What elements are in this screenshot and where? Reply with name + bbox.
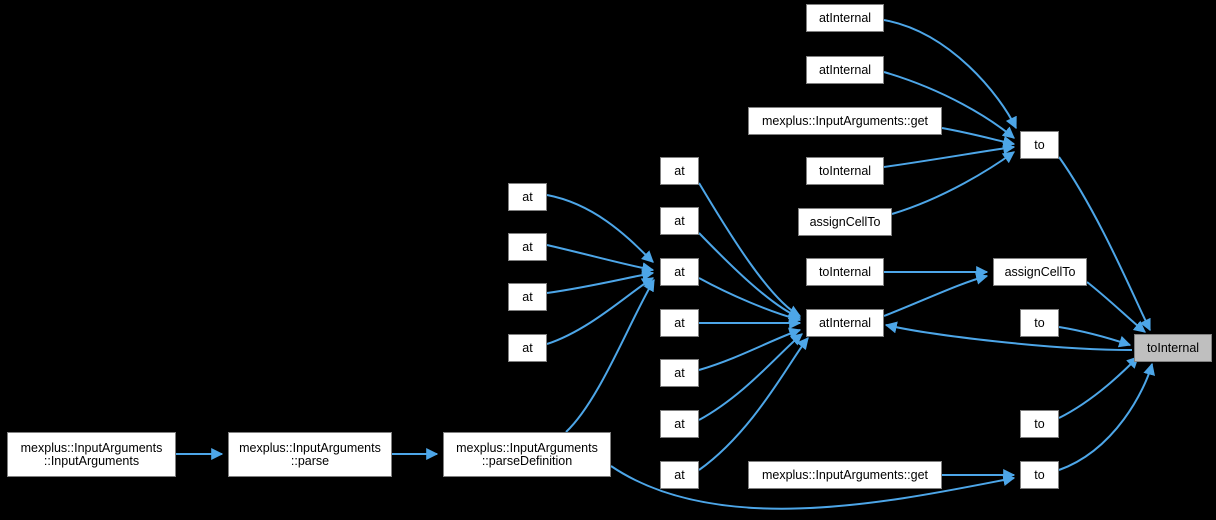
graph-node-n10[interactable]: at <box>660 309 699 337</box>
graph-node-n23[interactable]: assignCellTo <box>993 258 1087 286</box>
graph-node-n27[interactable]: toInternal <box>1134 334 1212 362</box>
graph-node-n17[interactable]: toInternal <box>806 157 884 185</box>
graph-node-n13[interactable]: at <box>660 461 699 489</box>
graph-node-n7[interactable]: at <box>660 157 699 185</box>
graph-node-label: at <box>674 467 685 482</box>
graph-node-label: mexplus::InputArguments::get <box>761 113 929 128</box>
graph-node-label: to <box>1034 315 1045 330</box>
graph-edge <box>891 151 1015 215</box>
graph-edge <box>565 278 655 433</box>
graph-node-label: toInternal <box>818 264 872 279</box>
graph-node-n12[interactable]: at <box>660 410 699 438</box>
graph-edge <box>546 244 655 275</box>
graph-edge <box>546 277 655 345</box>
graph-node-label: at <box>674 365 685 380</box>
graph-node-n1[interactable]: mexplus::InputArguments ::parse <box>228 432 392 477</box>
graph-edge <box>698 327 802 371</box>
graph-node-label: at <box>674 264 685 279</box>
graph-node-label: atInternal <box>818 315 872 330</box>
graph-node-label: at <box>522 239 533 254</box>
graph-node-label: at <box>674 213 685 228</box>
graph-node-n5[interactable]: at <box>508 283 547 311</box>
graph-node-label: to <box>1034 137 1045 152</box>
graph-node-label: mexplus::InputArguments ::parseDefinitio… <box>456 440 598 468</box>
graph-node-label: at <box>522 289 533 304</box>
graph-node-n26[interactable]: to <box>1020 461 1059 489</box>
graph-edge <box>698 232 802 320</box>
graph-node-label: assignCellTo <box>809 214 881 229</box>
graph-node-label: toInternal <box>1146 340 1200 355</box>
graph-node-n15[interactable]: atInternal <box>806 56 884 84</box>
graph-node-label: atInternal <box>818 62 872 77</box>
graph-edge <box>941 127 1016 148</box>
graph-node-n8[interactable]: at <box>660 207 699 235</box>
graph-edge <box>546 194 654 263</box>
graph-edge <box>883 272 989 317</box>
graph-node-n24[interactable]: to <box>1020 309 1059 337</box>
graph-node-label: mexplus::InputArguments::get <box>761 467 929 482</box>
graph-edge <box>884 321 1133 351</box>
graph-node-label: at <box>522 189 533 204</box>
graph-node-n4[interactable]: at <box>508 233 547 261</box>
graph-node-n16[interactable]: mexplus::InputArguments::get <box>748 107 942 135</box>
graph-node-n21[interactable]: mexplus::InputArguments::get <box>748 461 942 489</box>
graph-node-label: mexplus::InputArguments ::InputArguments <box>20 440 163 468</box>
graph-edge <box>1086 281 1146 333</box>
graph-node-n18[interactable]: assignCellTo <box>798 208 892 236</box>
graph-edge <box>1058 362 1155 471</box>
graph-node-n22[interactable]: to <box>1020 131 1059 159</box>
graph-edge <box>546 268 655 294</box>
graph-edge <box>1058 356 1139 419</box>
graph-node-label: assignCellTo <box>1004 264 1076 279</box>
graph-node-label: mexplus::InputArguments ::parse <box>239 440 381 468</box>
graph-node-n9[interactable]: at <box>660 258 699 286</box>
graph-node-n0[interactable]: mexplus::InputArguments ::InputArguments <box>7 432 176 477</box>
graph-edge <box>1058 156 1151 332</box>
graph-node-label: atInternal <box>818 10 872 25</box>
graph-node-n14[interactable]: atInternal <box>806 4 884 32</box>
graph-node-n25[interactable]: to <box>1020 410 1059 438</box>
graph-node-n20[interactable]: atInternal <box>806 309 884 337</box>
graph-node-n11[interactable]: at <box>660 359 699 387</box>
graph-node-label: at <box>674 163 685 178</box>
graph-edge <box>698 277 802 324</box>
graph-node-n2[interactable]: mexplus::InputArguments ::parseDefinitio… <box>443 432 611 477</box>
graph-node-label: to <box>1034 467 1045 482</box>
graph-edge <box>698 337 809 471</box>
graph-node-n19[interactable]: toInternal <box>806 258 884 286</box>
graph-node-n6[interactable]: at <box>508 334 547 362</box>
graph-node-label: at <box>674 315 685 330</box>
graph-edge <box>698 182 802 317</box>
graph-node-n3[interactable]: at <box>508 183 547 211</box>
graph-edge <box>698 333 803 421</box>
graph-edge <box>883 142 1016 168</box>
graph-node-label: to <box>1034 416 1045 431</box>
graph-node-label: at <box>522 340 533 355</box>
graph-node-label: at <box>674 416 685 431</box>
graph-node-label: toInternal <box>818 163 872 178</box>
graph-edge <box>1058 326 1132 348</box>
